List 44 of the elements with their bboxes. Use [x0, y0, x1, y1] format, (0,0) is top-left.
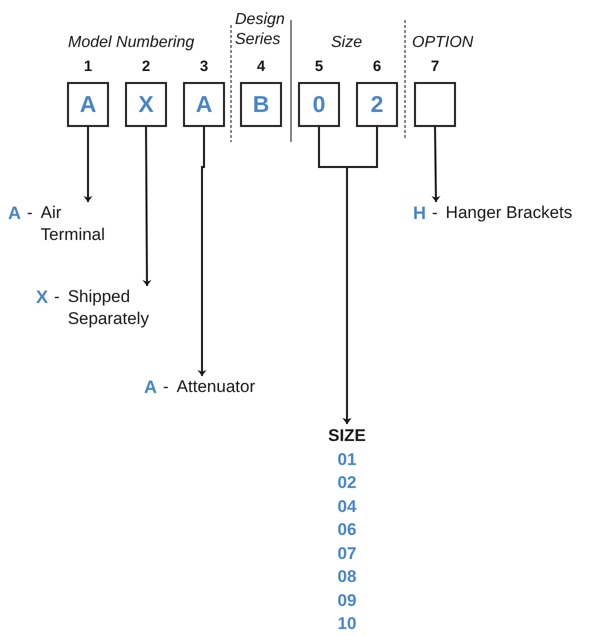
- size-code: 08: [338, 566, 356, 588]
- code-letter: A: [144, 376, 157, 398]
- code-box: 0: [298, 82, 340, 127]
- code-box: A: [67, 82, 109, 127]
- empty-code-box: [414, 82, 456, 127]
- size-code: 07: [338, 542, 356, 564]
- position-number: 6: [372, 58, 382, 75]
- arrow: [199, 127, 205, 376]
- code-box: B: [240, 82, 282, 127]
- size-code: 02: [338, 472, 356, 494]
- dash: -: [54, 286, 60, 308]
- size-code: 10: [338, 613, 356, 635]
- size-code: 09: [338, 590, 356, 612]
- section-heading: Design Series: [235, 10, 286, 50]
- section-heading: Model Numbering: [68, 33, 196, 53]
- arrow: [344, 127, 378, 424]
- list-heading: SIZE: [328, 425, 366, 447]
- option-description: Shipped Separately: [68, 286, 150, 330]
- option-description: Attenuator: [176, 376, 256, 398]
- dash: -: [432, 202, 438, 224]
- option-description: Air Terminal: [40, 202, 106, 246]
- arrow: [85, 127, 91, 202]
- position-number: 3: [200, 58, 208, 75]
- section-heading: OPTION: [412, 33, 474, 53]
- position-number: 7: [430, 58, 440, 75]
- code-letter: X: [36, 286, 48, 308]
- code-box: X: [125, 82, 167, 127]
- dash: -: [27, 202, 33, 224]
- code-letter: H: [413, 202, 426, 224]
- size-code: 01: [338, 448, 356, 470]
- size-code: 06: [338, 519, 356, 541]
- code-box: A: [183, 82, 225, 127]
- code-box: 2: [356, 82, 398, 127]
- arrow: [144, 127, 150, 286]
- position-number: 2: [142, 58, 150, 75]
- position-number: 5: [314, 58, 324, 75]
- code-letter: A: [8, 202, 21, 224]
- section-heading: Size: [331, 33, 362, 53]
- dash: -: [163, 376, 169, 398]
- position-number: 4: [256, 58, 266, 75]
- position-number: 1: [84, 58, 92, 75]
- arrow: [432, 126, 439, 202]
- size-code: 04: [338, 496, 356, 518]
- option-description: Hanger Brackets: [446, 202, 572, 224]
